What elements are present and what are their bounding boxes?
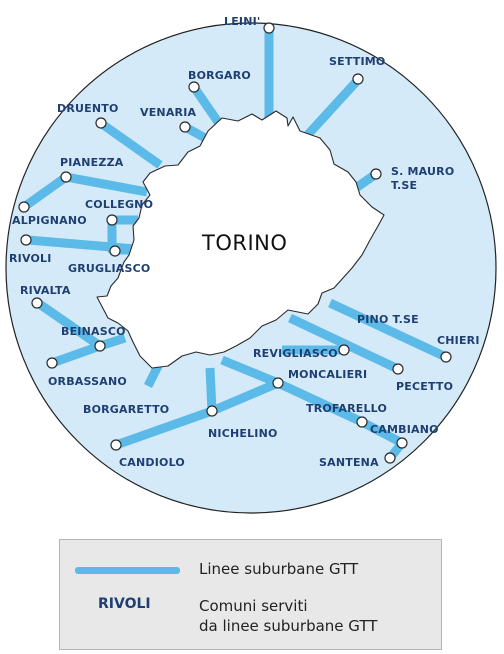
town-label: LEINI' xyxy=(224,15,260,28)
legend-line-swatch xyxy=(75,567,180,574)
line-pecetto xyxy=(288,313,400,374)
station-collegno xyxy=(106,214,118,226)
stations xyxy=(18,22,452,464)
town-label: DRUENTO xyxy=(57,102,119,115)
station-trofarello xyxy=(356,416,368,428)
town-label: GRUGLIASCO xyxy=(68,262,150,275)
station-pianezza xyxy=(60,171,72,183)
station-beinasco xyxy=(94,340,106,352)
station-alpignano xyxy=(18,201,30,213)
town-label: PIANEZZA xyxy=(60,156,124,169)
station-s-mauro xyxy=(370,168,382,180)
town-label: ALPIGNANO xyxy=(12,214,87,227)
station-rivalta xyxy=(31,297,43,309)
town-label: S. MAURO xyxy=(391,165,454,178)
station-revigliasco xyxy=(338,344,350,356)
legend-line-label: Linee suburbane GTT xyxy=(199,560,359,578)
town-label: REVIGLIASCO xyxy=(253,347,338,360)
torino-city-area xyxy=(96,110,385,369)
station-moncalieri xyxy=(272,377,284,389)
city-label-torino: TORINO xyxy=(201,231,287,255)
station-settimo xyxy=(352,73,364,85)
line-moncalieri-south xyxy=(220,355,280,388)
line-venaria xyxy=(184,124,208,142)
line-pianezza xyxy=(65,172,148,197)
town-label: CHIERI xyxy=(437,334,480,347)
station-borgaro xyxy=(188,81,200,93)
station-nichelino xyxy=(206,405,218,417)
town-label: VENARIA xyxy=(140,106,197,119)
station-pino xyxy=(440,351,452,363)
town-label: CAMBIANO xyxy=(370,423,439,436)
town-labels: LEINI' SETTIMO BORGARO VENARIA DRUENTO S… xyxy=(9,15,480,469)
line-borgaro xyxy=(192,87,222,125)
town-label: RIVALTA xyxy=(20,284,71,297)
suburban-lines-map: TORINO LEINI' SETTIMO BORGARO VENARIA DR… xyxy=(5,15,497,514)
town-label: NICHELINO xyxy=(208,427,278,440)
town-label: SANTENA xyxy=(319,456,379,469)
town-label: BEINASCO xyxy=(61,325,126,338)
town-label: COLLEGNO xyxy=(85,198,153,211)
station-grugliasco xyxy=(109,245,121,257)
town-label: RIVOLI xyxy=(9,252,52,265)
town-label: T.SE xyxy=(391,179,417,192)
legend-sample-town: RIVOLI xyxy=(98,596,151,612)
line-pino xyxy=(328,298,448,362)
town-label: MONCALIERI xyxy=(288,368,367,381)
legend-town-desc-line2: da linee suburbane GTT xyxy=(199,617,378,635)
line-settimo xyxy=(299,78,360,144)
town-label: TROFARELLO xyxy=(306,402,387,415)
station-pecetto xyxy=(392,363,404,375)
station-leini xyxy=(263,22,275,34)
station-orbassano xyxy=(46,357,58,369)
station-rivoli xyxy=(20,234,32,246)
line-druento xyxy=(99,120,163,169)
station-santena xyxy=(384,452,396,464)
station-cambiano xyxy=(396,437,408,449)
line-orbassano xyxy=(50,341,102,368)
legend-town-desc-line1: Comuni serviti xyxy=(199,597,308,615)
town-label: PINO T.SE xyxy=(357,313,419,326)
town-label: PECETTO xyxy=(396,380,453,393)
line-nichelino xyxy=(205,367,217,412)
station-druento xyxy=(95,117,107,129)
station-venaria xyxy=(179,121,191,133)
town-label: BORGARO xyxy=(188,69,251,82)
line-rivalta xyxy=(35,299,103,350)
town-label: CANDIOLO xyxy=(119,456,185,469)
town-label: SETTIMO xyxy=(329,55,386,68)
map-legend: Linee suburbane GTT RIVOLI Comuni servit… xyxy=(59,539,442,650)
town-label: ORBASSANO xyxy=(48,375,127,388)
station-candiolo xyxy=(110,439,122,451)
line-alpignano xyxy=(21,173,69,211)
town-label: BORGARETTO xyxy=(83,403,169,416)
